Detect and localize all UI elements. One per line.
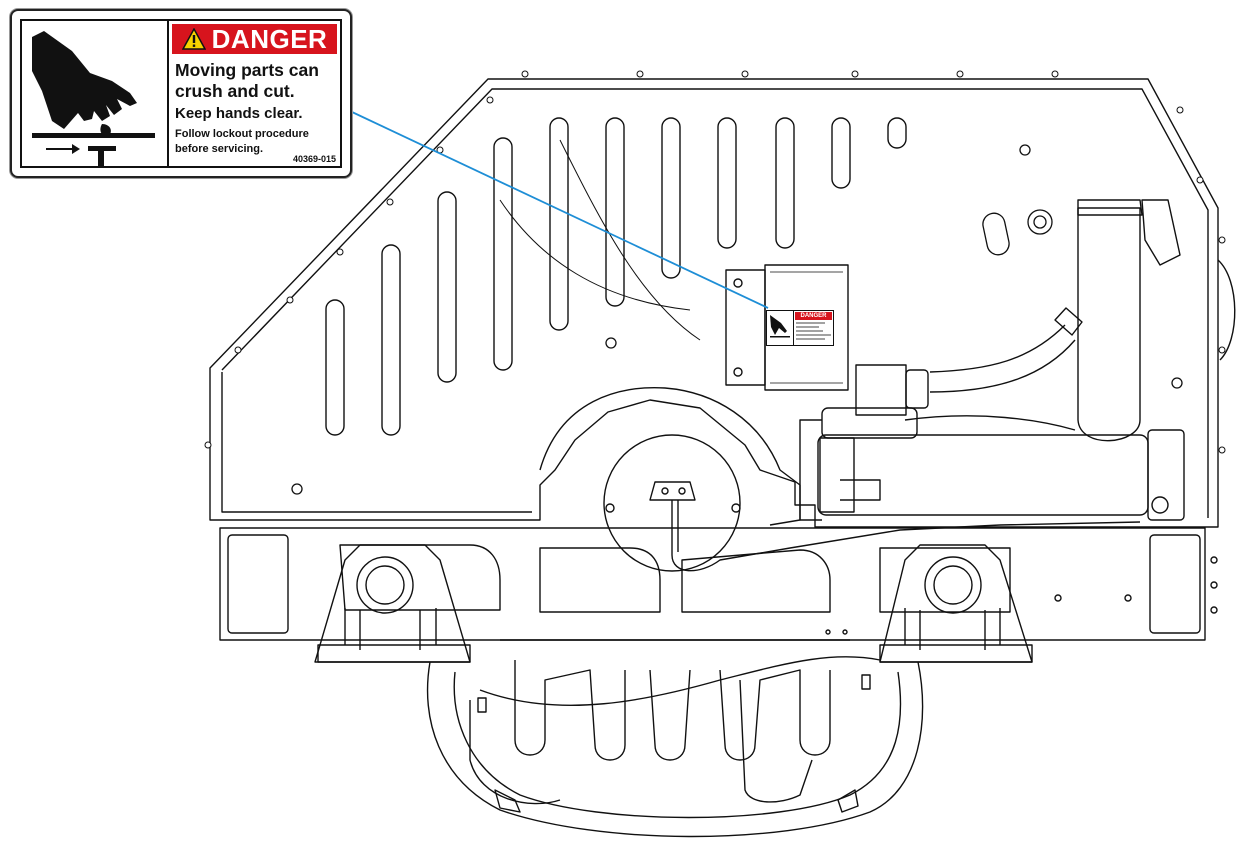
hand-crush-pictogram-icon (22, 21, 169, 166)
decal-thumbnail: DANGER (766, 310, 834, 346)
housing-bolts (291, 144, 1183, 495)
danger-header-text: DANGER (211, 23, 328, 54)
right-mount (879, 544, 1033, 663)
vent-slots (325, 117, 907, 436)
frame-rail (219, 527, 1218, 641)
reservoir-tank (1077, 199, 1236, 442)
hose-upper (929, 324, 1076, 393)
danger-label-callout: DANGER Moving parts can crush and cut. K… (10, 9, 352, 178)
thumbnail-danger-header: DANGER (795, 312, 832, 320)
message-line-5: before servicing. (175, 143, 264, 155)
guard-housing (209, 78, 1219, 528)
motor-cover (539, 386, 1141, 572)
heat-exchanger (817, 415, 1185, 521)
left-mount (314, 544, 471, 663)
lower-housing (426, 629, 924, 838)
message-line-2: crush and cut. (175, 81, 295, 101)
message-line-1: Moving parts can (175, 60, 319, 80)
warning-triangle-icon (181, 28, 206, 50)
thumbnail-pictogram (767, 311, 794, 345)
danger-header: DANGER (172, 24, 337, 54)
message-line-4: Follow lockout procedure (175, 128, 309, 140)
message-line-3: Keep hands clear. (175, 105, 303, 122)
valve-block (799, 364, 929, 521)
part-number: 40369-015 (292, 154, 336, 164)
